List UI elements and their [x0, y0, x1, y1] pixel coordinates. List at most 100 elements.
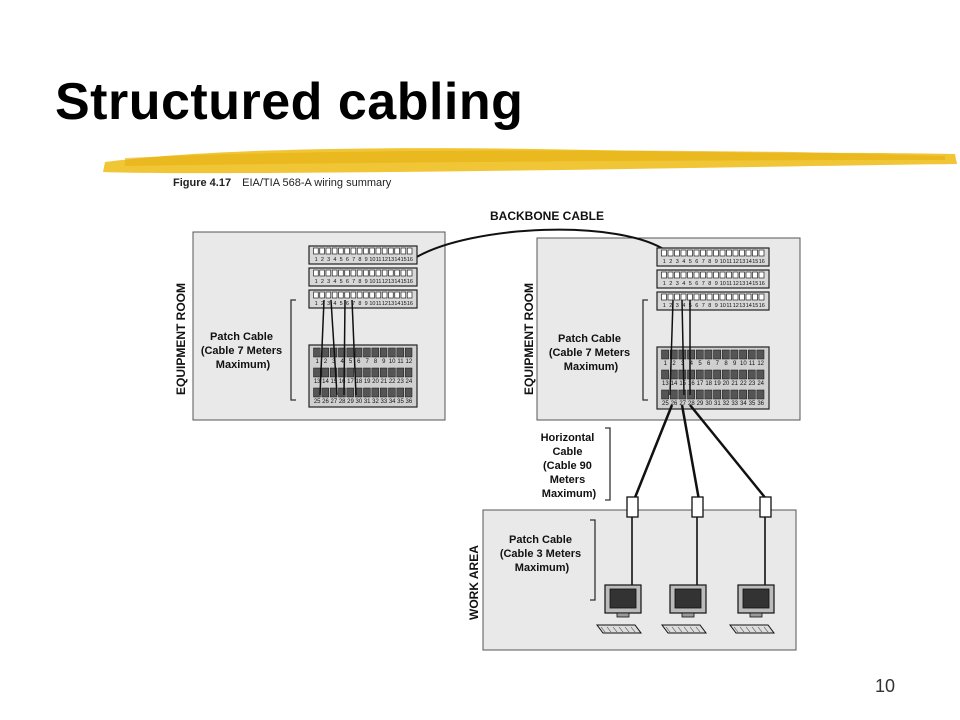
slide-title: Structured cabling	[55, 73, 524, 131]
figure-number: Figure 4.17	[173, 177, 232, 189]
wall-outlet-3	[759, 496, 772, 518]
port-number: 35	[749, 401, 756, 407]
port-number: 14	[746, 259, 752, 265]
port-number: 6	[707, 361, 711, 367]
port-number: 6	[346, 279, 349, 285]
port-number: 15	[679, 381, 686, 387]
equipment-room-label-right: EQUIPMENT ROOM	[522, 283, 536, 395]
port-number: 4	[333, 301, 336, 307]
port-number: 13	[388, 301, 394, 307]
port-number: 22	[740, 381, 747, 387]
figure-caption-text: EIA/TIA 568-A wiring summary	[242, 177, 392, 189]
port-number: 15	[752, 259, 758, 265]
port-number: 26	[671, 401, 678, 407]
port-number: 18	[355, 379, 362, 385]
port-number: 27	[679, 401, 686, 407]
port-number: 8	[708, 303, 711, 309]
port-number: 13	[662, 381, 669, 387]
port-number: 6	[695, 259, 698, 265]
port-number: 33	[731, 401, 738, 407]
port-number: 6	[346, 257, 349, 263]
figure-caption: Figure 4.17 EIA/TIA 568-A wiring summary	[173, 177, 391, 189]
port-number: 7	[352, 279, 355, 285]
port-number: 12	[733, 303, 739, 309]
patch-cable-left-line-3: Maximum)	[216, 359, 271, 371]
port-number: 2	[669, 259, 672, 265]
port-number: 14	[394, 301, 400, 307]
port-number: 4	[333, 257, 336, 263]
port-number: 15	[752, 303, 758, 309]
port-number: 31	[364, 399, 371, 405]
highlighter-underline	[103, 148, 957, 174]
port-number: 15	[401, 257, 407, 263]
port-number: 23	[749, 381, 756, 387]
port-number: 11	[749, 361, 756, 367]
port-number: 5	[340, 257, 343, 263]
computer-1	[596, 584, 642, 634]
patch-cable-right-line-2: (Cable 7 Meters	[549, 347, 630, 359]
port-number: 4	[682, 281, 685, 287]
port-number: 8	[708, 259, 711, 265]
port-number: 25	[662, 401, 669, 407]
patch-cable-right-line-1: Patch Cable	[558, 333, 621, 345]
port-number: 17	[347, 379, 354, 385]
port-number: 11	[726, 303, 732, 309]
port-number: 7	[702, 281, 705, 287]
port-number: 3	[327, 301, 330, 307]
port-number: 9	[715, 259, 718, 265]
port-number: 9	[382, 359, 386, 365]
port-number: 14	[671, 381, 678, 387]
port-number: 6	[695, 281, 698, 287]
port-number: 33	[380, 399, 387, 405]
port-number: 9	[715, 281, 718, 287]
port-number: 12	[382, 257, 388, 263]
port-number: 15	[330, 379, 337, 385]
patch-cable-wa-line-3: Maximum)	[515, 562, 570, 574]
port-number: 12	[757, 361, 764, 367]
port-number: 36	[757, 401, 764, 407]
port-number: 3	[327, 257, 330, 263]
port-number: 4	[333, 279, 336, 285]
port-number: 5	[340, 301, 343, 307]
port-number: 10	[369, 257, 375, 263]
port-number: 10	[720, 259, 726, 265]
port-number: 21	[380, 379, 387, 385]
port-number: 8	[358, 257, 361, 263]
patch-cables-left	[319, 299, 357, 396]
port-number: 2	[669, 303, 672, 309]
patch-cable-label-work-area: Patch Cable (Cable 3 Meters Maximum)	[500, 534, 584, 574]
port-number: 10	[369, 279, 375, 285]
port-number: 29	[347, 399, 354, 405]
port-number: 9	[365, 257, 368, 263]
port-number: 7	[365, 359, 369, 365]
port-number: 1	[663, 303, 666, 309]
port-number: 16	[759, 259, 765, 265]
port-number: 21	[731, 381, 738, 387]
port-number: 2	[669, 281, 672, 287]
port-number: 2	[324, 359, 328, 365]
port-number: 16	[759, 303, 765, 309]
bracket-work-area	[590, 519, 596, 601]
backbone-cable-label: BACKBONE CABLE	[490, 209, 604, 223]
port-number: 3	[676, 259, 679, 265]
port-number: 15	[752, 281, 758, 287]
equipment-room-label-left: EQUIPMENT ROOM	[174, 283, 188, 395]
port-number: 25	[314, 399, 321, 405]
port-number: 16	[407, 279, 413, 285]
port-number: 32	[723, 401, 730, 407]
port-number: 30	[705, 401, 712, 407]
port-number: 34	[389, 399, 396, 405]
port-number: 24	[757, 381, 764, 387]
port-number: 17	[697, 381, 704, 387]
bracket-horizontal	[605, 427, 611, 501]
port-number: 34	[740, 401, 747, 407]
port-number: 12	[382, 301, 388, 307]
port-number: 1	[663, 281, 666, 287]
port-number: 23	[397, 379, 404, 385]
port-number: 12	[733, 259, 739, 265]
port-number: 30	[355, 399, 362, 405]
